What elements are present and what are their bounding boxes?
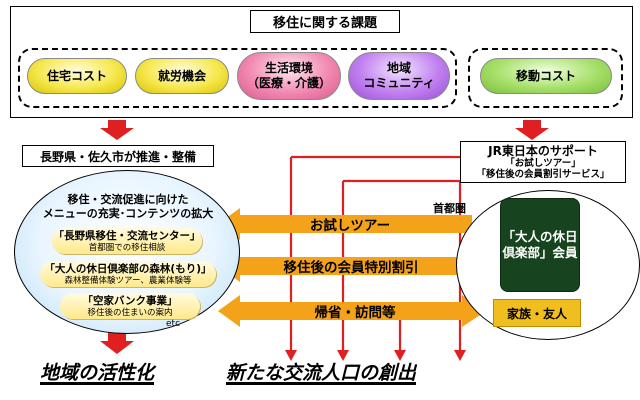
menu-heading: 移住・交流促進に向けた メニューの充実･コンテンツの拡大 bbox=[42, 193, 214, 220]
arrow-label-member-discount: 移住後の会員特別割引 bbox=[283, 260, 419, 276]
down-arrow-right bbox=[515, 120, 549, 140]
menu-item-subtitle: 森林整備体験ツアー、農業体験等 bbox=[64, 275, 192, 286]
exchange-population-label: 新たな交流人口の創出 bbox=[226, 362, 417, 384]
issue-employment: 就労機会 bbox=[135, 58, 229, 94]
arrow-member-discount bbox=[218, 250, 480, 282]
exchange-population-text: 新たな交流人口の創出 bbox=[226, 358, 416, 385]
menu-item-forest: 「大人の休日倶楽部の森林(もり)」 森林整備体験ツアー、農業体験等 bbox=[40, 261, 216, 287]
menu-item-subtitle: 移住後の住まいの案内 bbox=[87, 307, 173, 318]
issue-living: 生活環境 （医療・介護） bbox=[237, 52, 341, 100]
issues-dashed-group bbox=[18, 48, 457, 108]
menu-item-center: 「長野県移住・交流センター」 首都圏での移住相談 bbox=[52, 228, 202, 254]
regional-activation-label: 地域の活性化 bbox=[40, 362, 155, 384]
jr-support-line-2: 「移住後の会員割引サービス」 bbox=[476, 169, 610, 180]
down-arrow-activation bbox=[100, 331, 134, 354]
issue-community: 地域 コミュニティ bbox=[348, 52, 450, 100]
menu-item-vacant: 「空家バンク事業」 移住後の住まいの案内 bbox=[60, 293, 200, 319]
menu-item-title: 「大人の休日倶楽部の森林(もり)」 bbox=[44, 262, 212, 275]
issue-move-cost: 移動コスト bbox=[480, 58, 612, 94]
issues-title: 移住に関する課題 bbox=[250, 10, 400, 33]
menu-item-subtitle: 首都圏での移住相談 bbox=[88, 242, 166, 253]
arrow-trial-tour bbox=[218, 208, 472, 240]
move-dashed-group bbox=[468, 48, 623, 108]
jr-support-box: JR東日本のサポート 「お試しツアー」 「移住後の会員割引サービス」 bbox=[460, 141, 626, 183]
menu-item-title: 「長野県移住・交流センター」 bbox=[53, 229, 201, 242]
regional-activation-text: 地域の活性化 bbox=[40, 358, 154, 385]
arrow-return-visit bbox=[218, 295, 486, 327]
arrow-label-trial-tour: お試しツアー bbox=[309, 218, 391, 234]
jr-support-title: JR東日本のサポート bbox=[488, 144, 598, 158]
promotion-label: 長野県・佐久市が推進・整備 bbox=[22, 145, 214, 167]
arrow-label-return-visit: 帰省・訪問等 bbox=[314, 305, 396, 321]
down-arrow-left bbox=[100, 120, 134, 140]
family-friends-box: 家族・友人 bbox=[493, 299, 581, 327]
menu-etc: etc bbox=[166, 319, 181, 329]
club-member-box: 「大人の休日 倶楽部」会員 bbox=[500, 198, 580, 292]
menu-item-title: 「空家バンク事業」 bbox=[82, 294, 178, 307]
jr-support-line-1: 「お試しツアー」 bbox=[505, 158, 581, 169]
issue-housing: 住宅コスト bbox=[27, 58, 127, 94]
metro-label: 首都圏 bbox=[433, 202, 466, 215]
